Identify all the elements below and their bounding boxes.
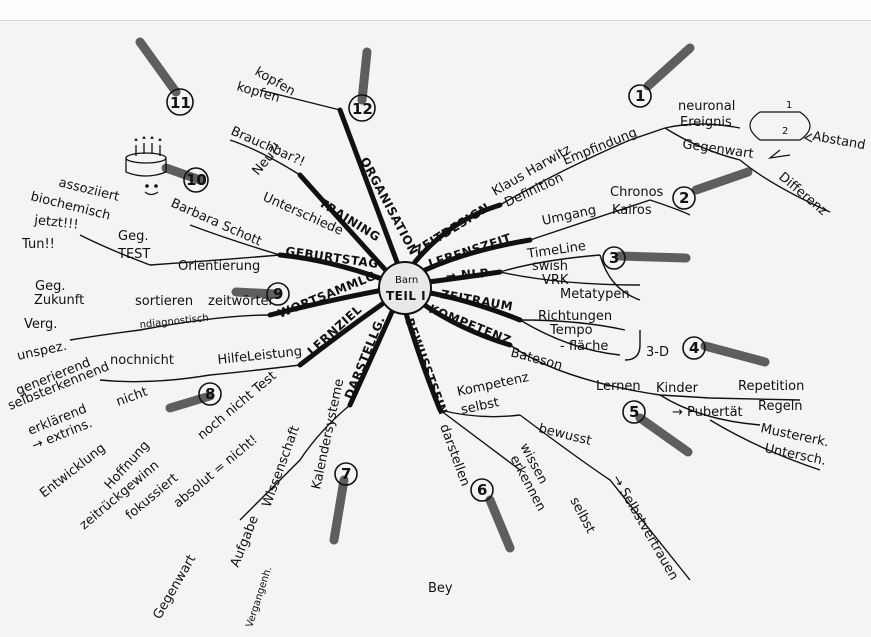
marker-5: 5 (622, 400, 646, 424)
marker-7: 7 (334, 462, 358, 486)
word-gegenwart2: Gegenwart (150, 552, 199, 622)
marker-12: 12 (348, 94, 376, 122)
word-diagnostisch: ndiagnostisch (139, 313, 209, 331)
word-bewusst: bewusst (537, 421, 593, 449)
abstand-sketch (749, 111, 813, 159)
marker-6: 6 (470, 478, 494, 502)
marker-3: 3 (602, 246, 626, 270)
word-selbst2: selbst (566, 495, 597, 536)
word-empfindung: Empfindung (561, 125, 639, 168)
word-selbstvertrauen: → Selbstvertrauen (609, 473, 681, 584)
marker-8: 8 (198, 382, 222, 406)
branch-bewusstsein: BEWUSSTSEIN (402, 316, 450, 417)
word-aufgabe: Aufgabe (228, 514, 262, 570)
marker-9: 9 (266, 282, 290, 306)
word-gegenwart: Gegenwart (681, 137, 754, 162)
svg-text:8: 8 (205, 385, 215, 403)
svg-text:3: 3 (609, 249, 619, 267)
smiley-icon (144, 184, 159, 196)
center-node: Barn TEIL I (378, 261, 432, 315)
svg-text:11: 11 (170, 94, 191, 112)
top-strip (0, 0, 871, 21)
marker-4: 4 (682, 336, 706, 360)
branch-lernziel: LERNZIEL (305, 302, 365, 358)
word-nicht: nicht (114, 385, 150, 410)
word-abstand: Abstand (811, 129, 866, 153)
word-differenz: Differenz (775, 170, 830, 219)
main-branches (267, 107, 533, 413)
word-swish: swish (532, 259, 568, 274)
word-verg: Verg. (24, 317, 57, 332)
word-darstellen: darstellen (436, 422, 472, 488)
word-absolut: absolut = nicht! (171, 432, 261, 511)
center-line2: TEIL I (386, 289, 426, 303)
svg-text:9: 9 (273, 285, 283, 303)
word-two: 2 (782, 126, 788, 137)
svg-text:2: 2 (679, 189, 689, 207)
word-flaeche: - fläche (560, 339, 608, 354)
word-neuronal: neuronal (678, 99, 735, 114)
svg-text:12: 12 (352, 100, 373, 118)
word-kairos: Kairos (612, 203, 652, 218)
svg-text:1: 1 (635, 87, 645, 105)
word-regeln: Regeln (758, 399, 803, 414)
number-markers: 1 2 3 4 5 6 7 8 9 10 11 12 (166, 84, 706, 502)
word-geg-zukunft: Geg. (35, 279, 65, 294)
svg-text:4: 4 (689, 339, 699, 357)
marker-2: 2 (672, 186, 696, 210)
word-barbara: Barbara Schott (168, 196, 263, 249)
word-tempo: Tempo (549, 323, 593, 338)
word-richtungen: Richtungen (538, 309, 612, 324)
word-wissenschaft: Wissenschaft (260, 424, 303, 510)
word-kinder: Kinder (656, 381, 699, 396)
birthday-cake-icon (125, 136, 167, 177)
word-one: 1 (786, 100, 792, 111)
word-repetition: Repetition (738, 379, 804, 394)
word-sortieren: sortieren (135, 294, 193, 309)
word-nochnichttest: noch nicht Test (195, 369, 280, 443)
word-chronos: Chronos (610, 185, 664, 200)
word-orientierung: Orientierung (178, 259, 260, 274)
word-umgang: Umgang (541, 203, 598, 229)
marker-1: 1 (628, 84, 652, 108)
word-selbst: selbst (460, 395, 501, 418)
signature: Bey (428, 581, 453, 596)
sub-branches (69, 89, 831, 581)
marker-10: 10 (183, 167, 209, 193)
branch-nlp: → NLP (445, 266, 489, 283)
word-hilfeleistung: HilfeLeistung (217, 344, 303, 368)
word-3d: 3-D (646, 345, 669, 360)
word-lernen: Lernen (596, 379, 641, 394)
center-line1: Barn (395, 275, 418, 286)
marker-11: 11 (166, 88, 194, 116)
word-entwicklung: Entwicklung (37, 441, 108, 501)
word-metatypen: Metatypen (560, 287, 630, 302)
word-vergangenheit: Vergangenh. (244, 565, 274, 629)
pencil-shading (135, 37, 770, 553)
word-zeitwoerter: zeitwörter (208, 294, 275, 309)
word-zukunft: Zukunft (34, 293, 84, 308)
word-test: TEST (117, 247, 150, 262)
word-unspez: unspez. (16, 339, 68, 364)
svg-text:6: 6 (477, 481, 487, 499)
word-vrk: VRK (542, 273, 569, 288)
word-labels: Klaus Harwitz Definition Empfindung neur… (6, 64, 867, 628)
word-nochnicht: nochnicht (110, 353, 174, 368)
svg-text:5: 5 (629, 403, 639, 421)
word-ereignis: Ereignis (680, 115, 732, 130)
word-jetzt: jetzt!!! (33, 213, 80, 233)
word-tun: Tun!! (21, 237, 55, 252)
svg-text:7: 7 (341, 465, 351, 483)
word-geg: Geg. (118, 229, 148, 244)
word-pubertaet: → Pubertät (672, 405, 743, 420)
svg-text:10: 10 (186, 171, 207, 189)
word-bateson: Bateson (509, 345, 564, 373)
